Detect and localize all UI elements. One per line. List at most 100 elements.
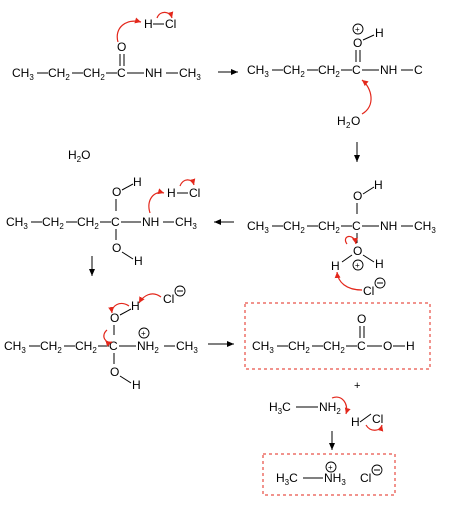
curly-arrow-n-to-h-final <box>331 396 351 415</box>
svg-text:CH2: CH2 <box>75 339 97 355</box>
svg-text:H: H <box>331 259 340 273</box>
svg-text:CH3: CH3 <box>247 219 269 235</box>
svg-text:H: H <box>132 378 141 392</box>
step3-chloride: Cl <box>363 277 386 298</box>
svg-text:Cl: Cl <box>363 284 374 298</box>
svg-text:+: + <box>355 25 360 34</box>
svg-text:Cl: Cl <box>189 186 200 200</box>
svg-text:O: O <box>383 339 392 353</box>
curly-arrow-cn-bond-break <box>103 329 113 347</box>
step1-hcl: H Cl <box>144 17 176 31</box>
svg-text:C: C <box>352 219 361 233</box>
svg-text:H: H <box>131 299 140 313</box>
svg-text:H: H <box>375 257 384 271</box>
svg-text:O: O <box>112 241 121 255</box>
svg-text:CH3: CH3 <box>176 339 198 355</box>
svg-text:CH2: CH2 <box>42 215 64 231</box>
svg-text:CH2: CH2 <box>318 63 340 79</box>
curly-arrow-water-attack <box>361 79 372 115</box>
curly-arrow-hcl-bond <box>156 11 174 19</box>
step5-ammonium-intermediate: CH3 CH2 CH2 C NH2 CH3 + O H O H <box>4 299 198 392</box>
svg-text:CH3: CH3 <box>252 339 274 355</box>
step6-hcl: H Cl <box>351 412 383 429</box>
step2-water: H 2 O <box>337 114 360 130</box>
svg-text:CH2: CH2 <box>40 339 62 355</box>
svg-text:O: O <box>117 40 126 54</box>
svg-text:O: O <box>357 312 366 326</box>
svg-text:NH: NH <box>145 66 162 80</box>
step1-amide: CH3 CH2 CH2 C NH CH3 O <box>12 40 201 82</box>
svg-text:O: O <box>353 36 362 50</box>
step2-protonated-amide: CH3 CH2 CH2 C NH C O H + <box>247 23 423 79</box>
curly-arrow-o-to-h <box>116 17 142 43</box>
svg-text:O: O <box>110 365 119 379</box>
step3-oxonium: CH3 CH2 CH2 C NH CH3 O H O H H + <box>247 178 436 273</box>
product-box-ammonium-salt <box>262 453 396 496</box>
svg-text:O: O <box>110 311 119 325</box>
svg-text:CH2: CH2 <box>48 66 70 82</box>
svg-text:Cl: Cl <box>372 412 383 426</box>
step4-hcl: H Cl <box>167 186 200 200</box>
curly-arrow-hcl-bond-final <box>365 424 384 432</box>
svg-text:H: H <box>374 178 383 192</box>
svg-text:C: C <box>357 339 366 353</box>
svg-text:CH3: CH3 <box>179 66 201 82</box>
svg-text:CH3: CH3 <box>247 63 269 79</box>
svg-text:C: C <box>414 63 423 77</box>
svg-text:2: 2 <box>346 121 351 130</box>
svg-text:NH: NH <box>380 219 397 233</box>
svg-text:Cl: Cl <box>163 292 174 306</box>
water-label: H2O <box>68 148 90 164</box>
svg-text:+: + <box>141 329 146 338</box>
svg-text:+: + <box>328 463 333 472</box>
svg-text:H: H <box>337 114 346 128</box>
svg-text:CH2: CH2 <box>288 339 310 355</box>
curly-arrow-oh-bond <box>108 302 130 314</box>
svg-text:H: H <box>134 254 143 268</box>
svg-text:H: H <box>406 339 415 353</box>
svg-text:Cl: Cl <box>165 17 176 31</box>
svg-text:H3C: H3C <box>276 471 298 487</box>
svg-text:CH2: CH2 <box>83 66 105 82</box>
step4-tetrahedral: CH3 CH2 CH2 C NH CH3 O H O H <box>6 175 197 268</box>
svg-text:H: H <box>375 26 384 40</box>
svg-text:O: O <box>112 185 121 199</box>
svg-text:O: O <box>353 244 362 258</box>
product-butanoic-acid: CH3 CH2 CH2 C O H O <box>252 312 415 355</box>
svg-text:CH3: CH3 <box>6 215 28 231</box>
svg-text:NH3: NH3 <box>324 471 346 487</box>
svg-text:O: O <box>351 114 360 128</box>
methylamine: H3C NH2 <box>269 400 341 416</box>
svg-text:C: C <box>111 215 120 229</box>
svg-text:H: H <box>133 175 142 189</box>
curly-arrow-cl-to-h <box>334 271 363 291</box>
svg-text:NH: NH <box>380 63 397 77</box>
svg-text:H: H <box>167 186 176 200</box>
svg-text:C: C <box>352 63 361 77</box>
svg-text:+: + <box>355 261 360 270</box>
plus-sign: + <box>354 380 360 392</box>
svg-text:O: O <box>353 189 362 203</box>
svg-text:CH2: CH2 <box>77 215 99 231</box>
svg-text:CH3: CH3 <box>4 339 26 355</box>
svg-text:CH2: CH2 <box>323 339 345 355</box>
svg-text:C: C <box>109 339 118 353</box>
curly-arrow-oh-bond-to-o <box>344 235 358 245</box>
svg-text:Cl: Cl <box>360 471 371 485</box>
svg-text:CH3: CH3 <box>414 219 436 235</box>
svg-text:H: H <box>144 17 153 31</box>
curly-arrow-cl-to-h-2 <box>138 293 162 304</box>
svg-text:C: C <box>117 66 126 80</box>
curly-arrow-n-to-h <box>148 188 165 214</box>
svg-text:CH3: CH3 <box>175 215 197 231</box>
svg-text:H3C: H3C <box>269 400 291 416</box>
svg-text:CH3: CH3 <box>12 66 34 82</box>
svg-text:CH2: CH2 <box>318 219 340 235</box>
curly-arrow-hcl-bond-2 <box>179 178 196 187</box>
svg-text:CH2: CH2 <box>283 63 305 79</box>
svg-text:CH2: CH2 <box>283 219 305 235</box>
product-methylammonium-chloride: H3C NH3 + Cl <box>276 461 383 487</box>
svg-text:H: H <box>351 415 360 429</box>
step5-chloride: Cl <box>163 285 186 306</box>
